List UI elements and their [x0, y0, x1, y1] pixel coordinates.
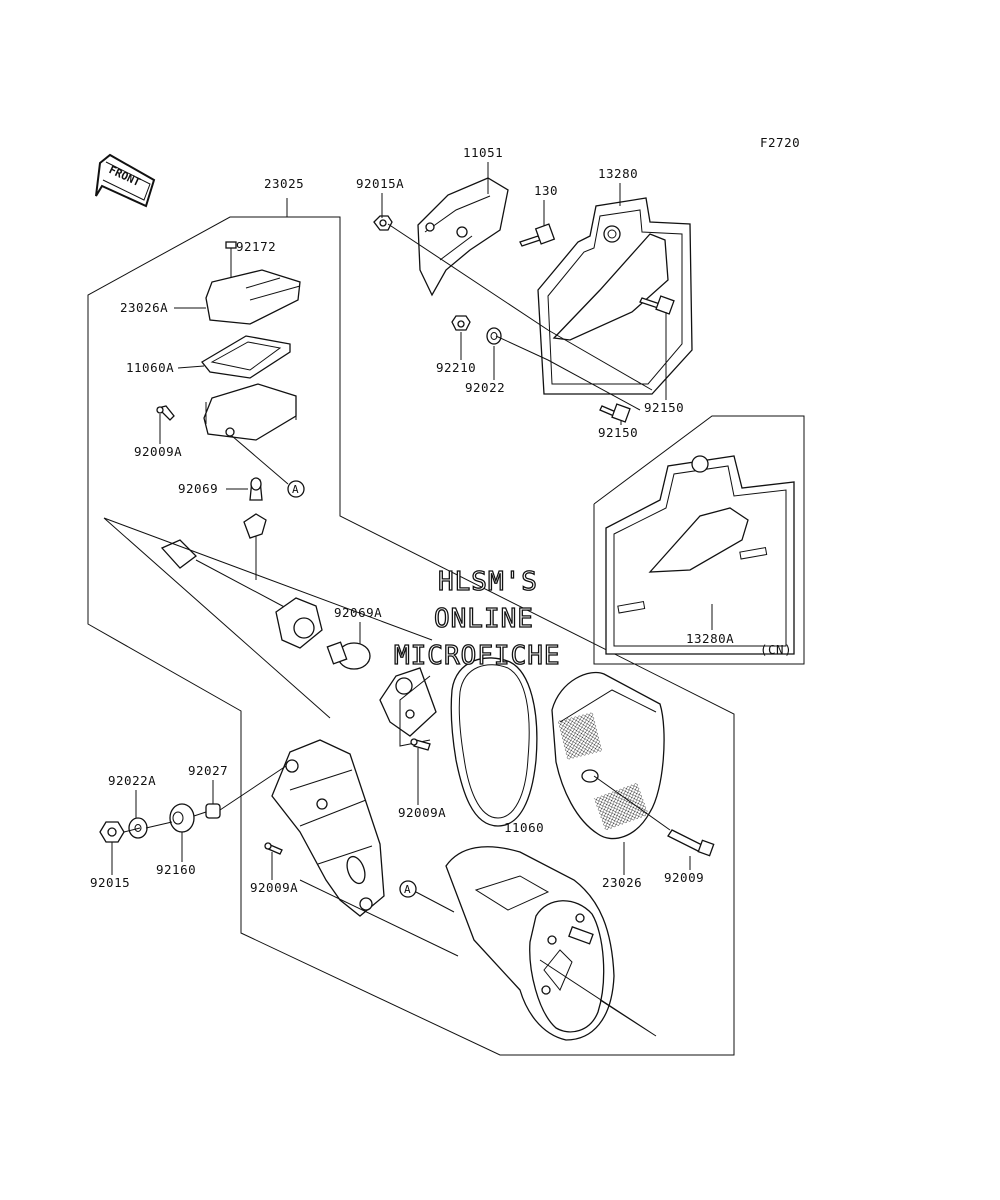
watermark-line-3: MICROFICHE — [394, 641, 561, 671]
label-92160: 92160 — [156, 862, 196, 877]
nut-92015A — [373, 215, 393, 231]
label-92022: 92022 — [465, 380, 505, 395]
nut-92210 — [451, 315, 471, 331]
label-23025: 23025 — [264, 176, 304, 191]
screw-92009A-top — [156, 405, 175, 421]
assembly-outline — [87, 198, 735, 1056]
watermark-line-1: HLSM'S — [438, 567, 538, 597]
label-92022A: 92022A — [108, 773, 156, 788]
label-23026: 23026 — [602, 875, 642, 890]
label-92172: 92172 — [236, 239, 276, 254]
mounting-bracket — [271, 739, 385, 917]
callout-a-bottom: A — [399, 880, 455, 913]
gasket-11060A — [201, 335, 291, 379]
label-11051: 11051 — [463, 145, 503, 160]
lens-23026 — [551, 672, 665, 840]
nut-92015 — [99, 821, 125, 843]
bolt-92150-b — [599, 403, 631, 423]
label-92009A-top: 92009A — [134, 444, 182, 459]
label-92150-a: 92150 — [644, 400, 684, 415]
label-23026A: 23026A — [120, 300, 168, 315]
label-92069A: 92069A — [334, 605, 382, 620]
wiring-harness — [160, 513, 323, 649]
screw-92009A-low — [264, 842, 283, 855]
callout-a-top: A — [231, 435, 305, 498]
label-11060A: 11060A — [126, 360, 174, 375]
plate-group-outline — [593, 415, 805, 665]
screw-92009A-mid — [410, 738, 431, 751]
tail-lamp-body — [445, 846, 657, 1041]
callout-a-bottom-letter: A — [404, 883, 411, 896]
bracket-part — [417, 177, 509, 297]
bulb-92069A — [326, 641, 371, 670]
reflector — [379, 667, 437, 737]
label-13280A: 13280A — [686, 631, 734, 646]
label-92009A-mid: 92009A — [398, 805, 446, 820]
watermark: HLSM'S ONLINE MICROFICHE — [393, 566, 561, 671]
label-92009A-low: 92009A — [250, 880, 298, 895]
label-13280: 13280 — [598, 166, 638, 181]
grommet-92160 — [169, 803, 195, 833]
spacer-92027 — [205, 803, 221, 819]
label-92015A: 92015A — [356, 176, 404, 191]
front-arrow-icon: FRONT — [95, 153, 156, 208]
bulb-92069 — [249, 477, 263, 501]
lamp-housing — [203, 383, 297, 441]
label-92015: 92015 — [90, 875, 130, 890]
bolt-130 — [519, 223, 556, 247]
label-92210: 92210 — [436, 360, 476, 375]
bolt-92150-a — [639, 295, 675, 315]
watermark-line-2: ONLINE — [434, 604, 534, 634]
license-plate-13280 — [537, 197, 693, 395]
label-92150-b: 92150 — [598, 425, 638, 440]
label-130: 130 — [534, 183, 558, 198]
callout-a-top-letter: A — [292, 483, 299, 496]
gasket-11060 — [450, 657, 538, 827]
label-cn: (CN) — [760, 642, 792, 657]
label-11060: 11060 — [504, 820, 544, 835]
label-92009: 92009 — [664, 870, 704, 885]
license-plate-13280A — [605, 455, 795, 655]
figure-code: F2720 — [760, 135, 800, 150]
label-92027: 92027 — [188, 763, 228, 778]
lens-cover-23026A — [205, 269, 301, 325]
label-92069: 92069 — [178, 481, 218, 496]
washer-92022 — [486, 327, 502, 345]
screw-92009 — [593, 775, 715, 857]
